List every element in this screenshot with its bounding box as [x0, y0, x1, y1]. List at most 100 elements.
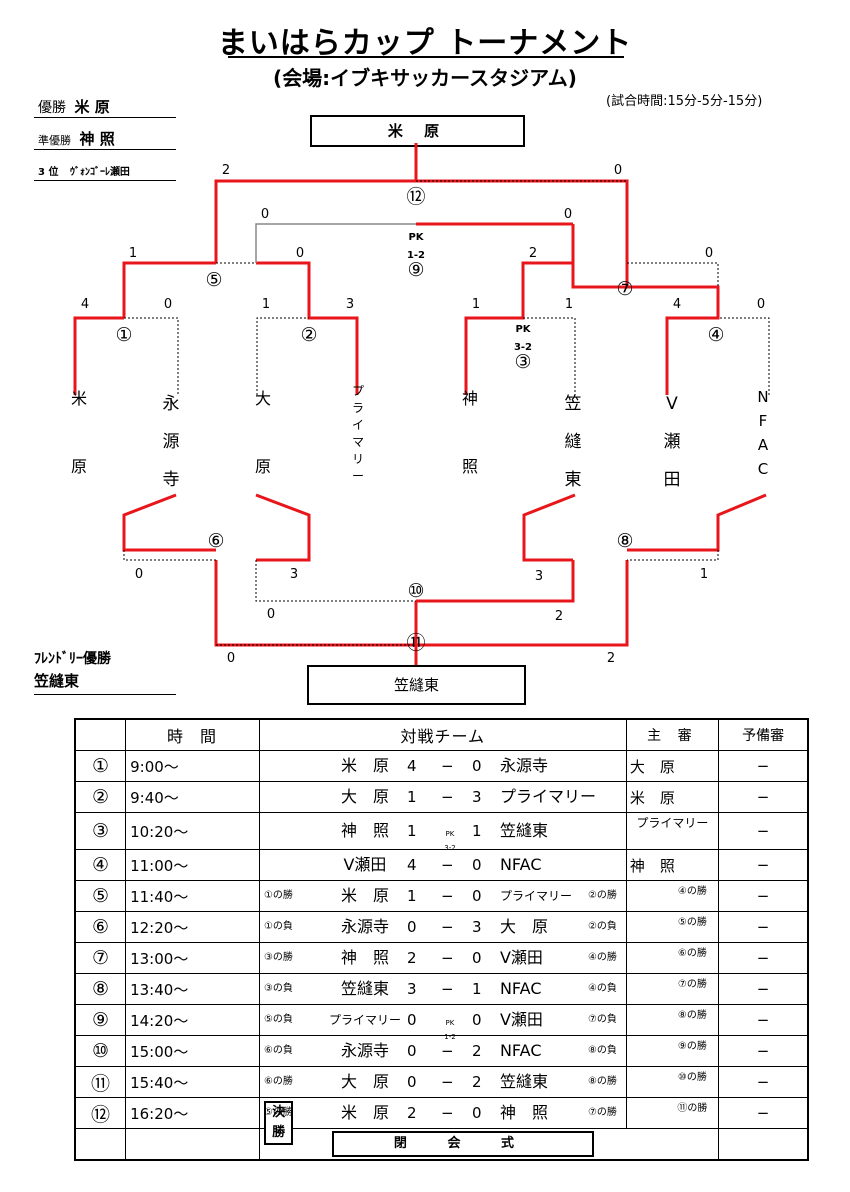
referee-note: ⑦の勝 — [677, 979, 707, 990]
row-time: 11:40〜 — [125, 880, 260, 912]
score-m12b: 0 — [614, 163, 622, 178]
title-underline — [228, 56, 624, 58]
score-dash: − — [440, 788, 454, 806]
line-m2-loser — [256, 317, 309, 395]
friendly-box: 笠縫東 — [307, 665, 526, 705]
header-sub-referee: 予備審 — [718, 718, 809, 751]
line-m7-up — [416, 179, 629, 287]
page-title: まいはらカップ トーナメント — [217, 26, 633, 61]
right-note: ⑦の勝 — [587, 1107, 617, 1118]
row-number: ⑫ — [74, 1097, 127, 1129]
runner-up-team: 神 照 — [79, 130, 115, 148]
header-referee: 主 審 — [625, 718, 720, 751]
score-m10a: 0 — [267, 607, 275, 622]
right-note: ④の勝 — [587, 952, 617, 963]
row-referee: ⑪の勝 — [625, 1097, 720, 1129]
row-referee: 大 原 — [625, 750, 720, 782]
row-sub-referee: − — [718, 750, 809, 782]
left-team: 米 原 — [340, 756, 389, 775]
score-m9b: 0 — [564, 207, 572, 222]
row-number: ⑦ — [74, 942, 127, 974]
referee-note: ⑤の勝 — [677, 917, 707, 928]
row-time: 9:40〜 — [125, 781, 260, 813]
row-number: ⑧ — [74, 973, 127, 1005]
referee-note: ⑪の勝 — [677, 1103, 708, 1114]
score-m7a: 2 — [529, 246, 537, 261]
right-team: 大 原 — [499, 917, 548, 936]
match-label-9: ⑨ — [407, 259, 424, 281]
pk-label: PK — [445, 830, 455, 838]
row-number: ⑤ — [74, 880, 127, 912]
right-team: V瀬田 — [499, 948, 543, 967]
right-note: ②の勝 — [587, 890, 617, 901]
left-note: ③の負 — [263, 983, 293, 994]
line-m3-loser — [523, 317, 576, 395]
right-score: 1 — [471, 822, 482, 840]
left-note: ⑤の負 — [263, 1014, 293, 1025]
right-team: プライマリー — [499, 787, 596, 806]
left-team: 大 原 — [340, 787, 389, 806]
match-label-3: ③ — [514, 351, 531, 373]
left-note: ⑥の負 — [263, 1045, 293, 1056]
right-score: 2 — [471, 1042, 482, 1060]
closing-ceremony: 閉 会 式 — [331, 1131, 594, 1157]
closing-row: 閉 会 式 — [74, 1128, 809, 1161]
row-sub-referee: − — [718, 1066, 809, 1098]
match-label-4: ④ — [707, 324, 724, 346]
row-referee: ⑧の勝 — [625, 1004, 720, 1036]
pk-label: PK — [445, 1019, 455, 1027]
score-m11a: 0 — [227, 651, 235, 666]
row-time: 15:00〜 — [125, 1035, 260, 1067]
left-score: 0 — [406, 1011, 417, 1029]
row-referee: プライマリー — [625, 812, 720, 850]
row-sub-referee: − — [718, 812, 809, 850]
row-referee: 神 照 — [625, 849, 720, 881]
team-primary: プライマリー — [351, 384, 364, 483]
row-time: 13:00〜 — [125, 942, 260, 974]
match-label-8: ⑧ — [616, 530, 633, 552]
score-m3b: 1 — [565, 297, 573, 312]
row-referee: ⑤の勝 — [625, 911, 720, 943]
right-score: 0 — [471, 1011, 482, 1029]
score-m4a: 4 — [673, 297, 681, 312]
score-m8a: 3 — [535, 569, 543, 584]
row-time: 10:20〜 — [125, 812, 260, 850]
score-dash: − — [440, 1104, 454, 1122]
row-sub-referee: − — [718, 880, 809, 912]
left-team: 神 照 — [340, 821, 389, 840]
match-label-6: ⑥ — [207, 530, 224, 552]
left-team: V瀬田 — [343, 855, 387, 874]
score-m2b: 3 — [346, 297, 354, 312]
left-score: 0 — [406, 1073, 417, 1091]
score-dash: − — [440, 1073, 454, 1091]
team-kasanuihigashi: 笠縫東 — [564, 394, 582, 490]
right-note: ④の負 — [587, 983, 617, 994]
right-score: 0 — [471, 887, 482, 905]
right-note: ⑧の負 — [587, 1045, 617, 1056]
left-team: プライマリー — [328, 1013, 401, 1027]
row-referee: ⑦の勝 — [625, 973, 720, 1005]
right-score: 1 — [471, 980, 482, 998]
line-m8-down — [416, 560, 629, 647]
line-m4-winner — [627, 285, 720, 395]
row-time: 9:00〜 — [125, 750, 260, 782]
referee-note: ⑧の勝 — [677, 1010, 707, 1021]
right-score: 2 — [471, 1073, 482, 1091]
line-m5-up — [214, 179, 416, 263]
winner-label: 優勝 — [38, 100, 66, 116]
team-eigenji: 永源寺 — [162, 394, 180, 490]
row-number: ③ — [74, 812, 127, 850]
score-m11b: 2 — [607, 651, 615, 666]
right-team: V瀬田 — [499, 1010, 543, 1029]
row-referee: ④の勝 — [625, 880, 720, 912]
header-match: 対戦チーム — [258, 718, 627, 751]
